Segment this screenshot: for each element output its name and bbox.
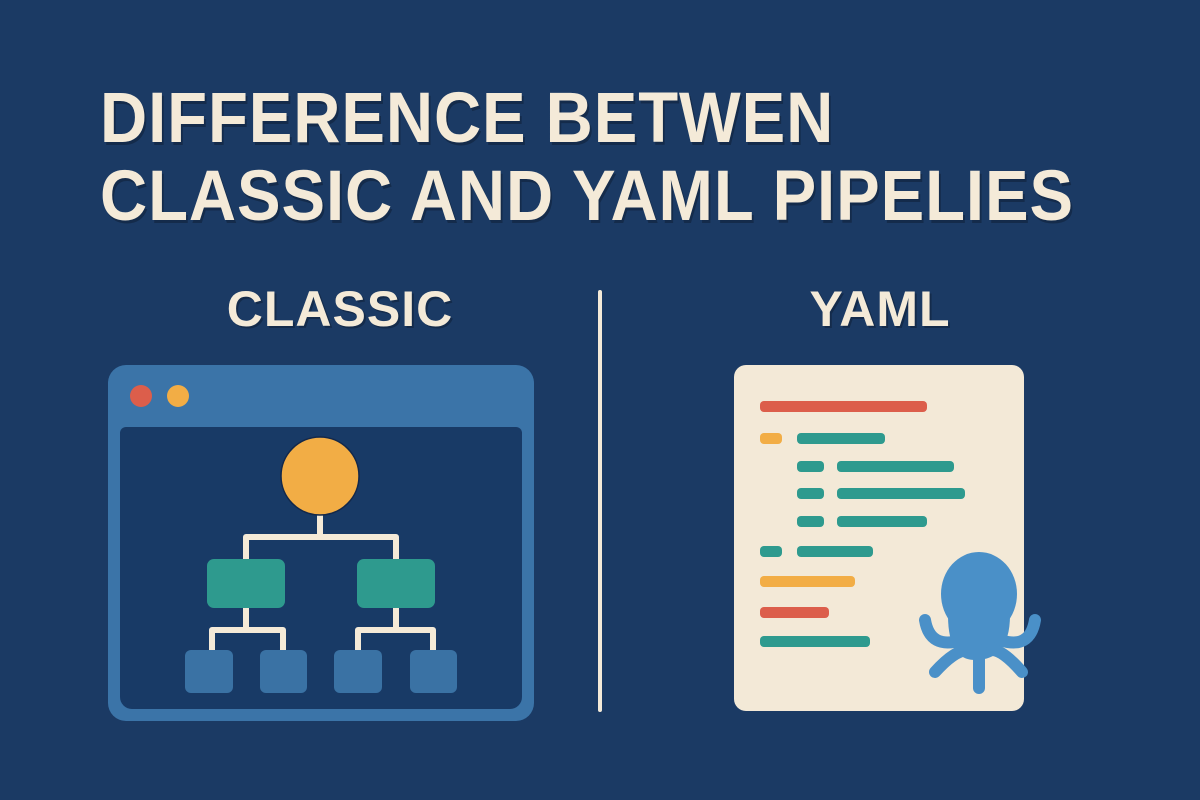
- octopus-icon: [919, 552, 1041, 694]
- title-line-1: DIFFERENCE BETWEN: [100, 79, 835, 158]
- code-line: [797, 488, 824, 499]
- code-line: [760, 546, 782, 557]
- job-box-1-icon: [185, 650, 233, 693]
- title-line-2: CLASSIC AND YAML PIPELIES: [100, 157, 1074, 236]
- code-line: [760, 401, 927, 412]
- code-line: [837, 516, 927, 527]
- yaml-heading: YAML: [809, 281, 951, 337]
- window-close-dot-icon: [130, 385, 152, 407]
- code-line: [837, 461, 954, 472]
- window-minimize-dot-icon: [167, 385, 189, 407]
- stage-box-left-icon: [207, 559, 285, 608]
- code-line: [797, 516, 824, 527]
- stage-box-right-icon: [357, 559, 435, 608]
- root-stage-circle-icon: [280, 436, 360, 516]
- job-box-3-icon: [334, 650, 382, 693]
- code-line: [760, 636, 870, 647]
- code-line: [797, 546, 873, 557]
- code-line: [797, 461, 824, 472]
- code-line: [760, 433, 782, 444]
- tree-connectors: [209, 512, 436, 653]
- page-title: DIFFERENCE BETWEN CLASSIC AND YAML PIPEL…: [100, 80, 1074, 236]
- classic-heading: CLASSIC: [226, 281, 454, 337]
- column-divider: [598, 290, 602, 712]
- job-box-4-icon: [410, 650, 457, 693]
- code-line: [760, 607, 829, 618]
- code-line: [760, 576, 855, 587]
- code-line: [837, 488, 965, 499]
- job-box-2-icon: [260, 650, 307, 693]
- code-line: [797, 433, 885, 444]
